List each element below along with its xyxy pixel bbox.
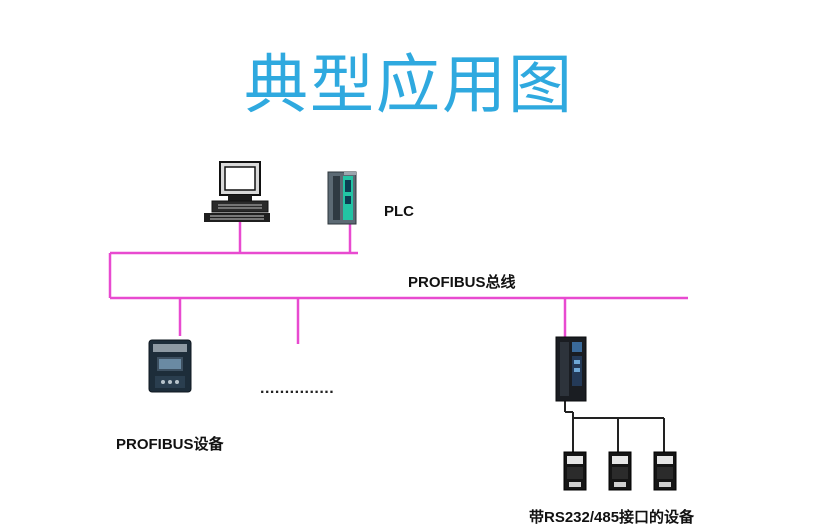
plc-label: PLC [384, 203, 414, 220]
rs-lines [564, 400, 665, 452]
servo-icon [608, 451, 632, 491]
page-title: 典型应用图 [244, 49, 574, 123]
servo-icon [653, 451, 677, 491]
drive-icon [148, 339, 192, 393]
gateway-icon [555, 336, 587, 402]
rs-device-label: 带RS232/485接口的设备 [529, 509, 695, 526]
plc-icon [327, 171, 357, 225]
bus-lines [108, 222, 688, 344]
servo-icon [563, 451, 587, 491]
computer-icon [204, 161, 270, 222]
profibus-device-label: PROFIBUS设备 [116, 436, 224, 453]
more-devices-ellipsis: ............... [260, 380, 335, 397]
bus-label: PROFIBUS总线 [408, 274, 516, 291]
